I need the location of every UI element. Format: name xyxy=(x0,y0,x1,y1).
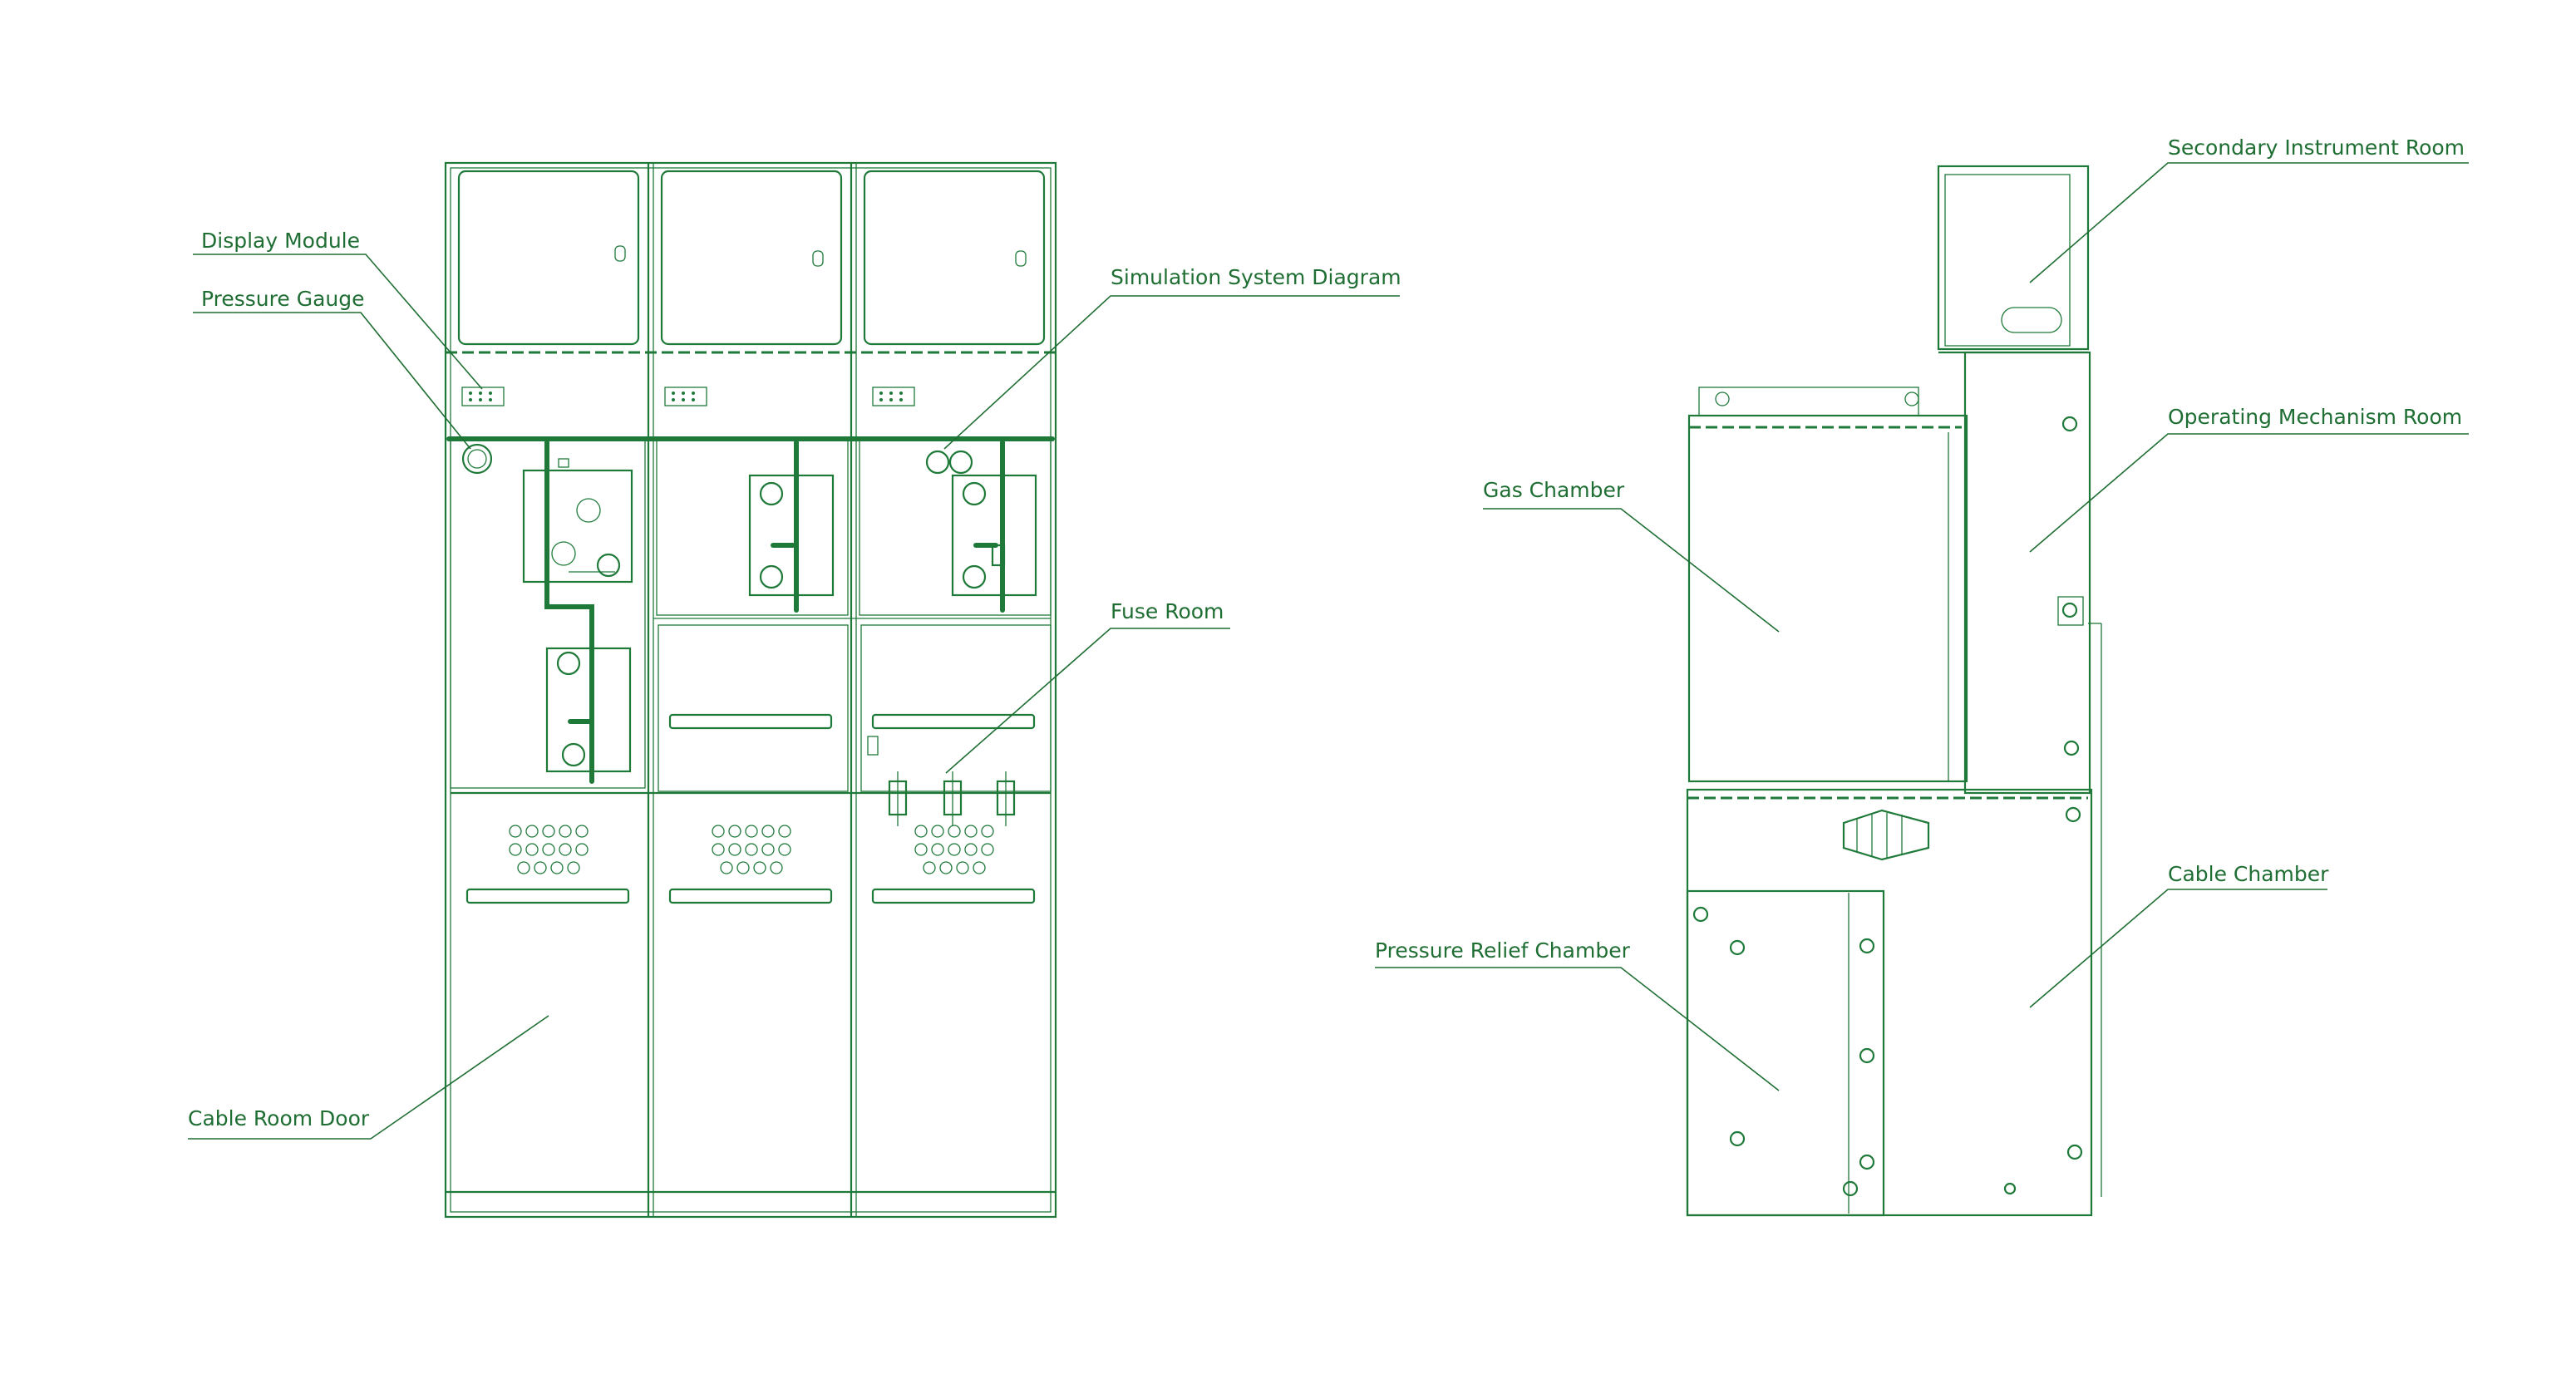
label-operating-mechanism-room-text: Operating Mechanism Room xyxy=(2168,405,2462,429)
label-simulation-system-diagram-text: Simulation System Diagram xyxy=(1111,265,1401,289)
cable-room-vents xyxy=(509,825,994,874)
front-view-switchgear xyxy=(444,161,1057,1219)
label-fuse-room-text: Fuse Room xyxy=(1111,599,1224,623)
label-cable-chamber-text: Cable Chamber xyxy=(2168,862,2329,886)
pressure-gauge xyxy=(461,443,493,475)
label-pressure-relief-chamber: Pressure Relief Chamber xyxy=(1375,938,1780,1091)
label-gas-chamber: Gas Chamber xyxy=(1483,478,1780,633)
label-display-module-text: Display Module xyxy=(201,229,360,253)
label-pressure-gauge-text: Pressure Gauge xyxy=(201,287,364,311)
label-gas-chamber-text: Gas Chamber xyxy=(1483,478,1625,502)
label-display-module: Display Module xyxy=(193,229,483,390)
instrument-compartments xyxy=(457,170,1046,346)
label-cable-room-door: Cable Room Door xyxy=(188,1015,549,1140)
label-secondary-instrument-room-text: Secondary Instrument Room xyxy=(2168,135,2465,160)
label-pressure-gauge: Pressure Gauge xyxy=(193,287,471,450)
label-cable-room-door-text: Cable Room Door xyxy=(188,1106,370,1130)
label-operating-mechanism-room: Operating Mechanism Room xyxy=(2029,405,2469,553)
side-view-switchgear xyxy=(1686,165,2102,1217)
label-secondary-instrument-room: Secondary Instrument Room xyxy=(2029,135,2469,283)
label-simulation-system-diagram: Simulation System Diagram xyxy=(943,265,1401,450)
display-modules xyxy=(461,387,915,406)
label-cable-chamber: Cable Chamber xyxy=(2029,862,2329,1008)
label-fuse-room: Fuse Room xyxy=(945,599,1230,774)
fuses xyxy=(867,736,1016,826)
label-pressure-relief-chamber-text: Pressure Relief Chamber xyxy=(1375,938,1631,963)
